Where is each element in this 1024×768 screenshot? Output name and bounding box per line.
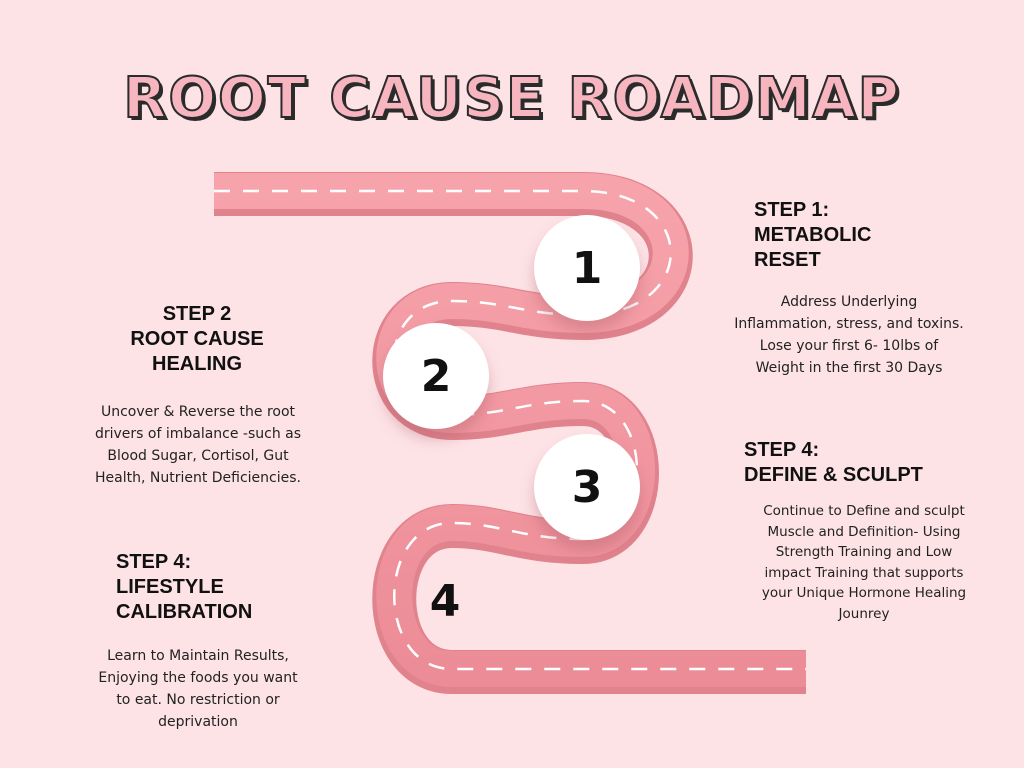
- marker-circle-3: [534, 434, 640, 540]
- marker-number-3: 3: [571, 461, 603, 513]
- step-2-heading: STEP 2 ROOT CAUSE HEALING: [130, 303, 264, 375]
- step-3-heading: STEP 4: DEFINE & SCULPT: [744, 439, 923, 486]
- step-4-description: Learn to Maintain Results, Enjoying the …: [98, 648, 298, 730]
- marker-circle-1: [534, 215, 640, 321]
- marker-number-1: 1: [571, 242, 603, 294]
- marker-number-2: 2: [420, 350, 452, 402]
- step-1-heading: STEP 1: METABOLIC RESET: [754, 199, 872, 271]
- step-3-description: Continue to Define and sculpt Muscle and…: [761, 503, 967, 622]
- page-title: ROOT CAUSE ROADMAP: [122, 65, 901, 132]
- step-1-description: Address Underlying Inflammation, stress,…: [734, 294, 964, 376]
- step-2-description: Uncover & Reverse the root drivers of im…: [94, 404, 302, 486]
- marker-circle-2: [383, 323, 489, 429]
- marker-number-4: 4: [429, 575, 461, 627]
- step-4-heading: STEP 4: LIFESTYLE CALIBRATION: [116, 551, 253, 623]
